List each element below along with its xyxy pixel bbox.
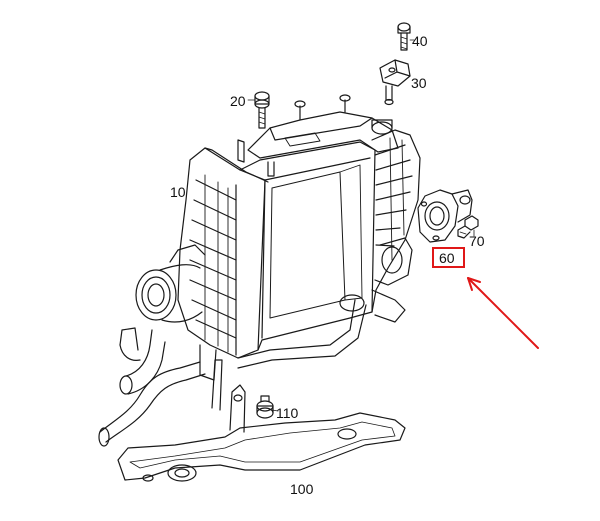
inlet-flange [135,244,206,323]
callout-label-110: 110 [276,405,299,421]
valve-part-60 [417,189,473,243]
coolant-hoses [98,327,206,447]
callout-label-70: 70 [469,233,485,249]
bolt-part-40 [397,22,415,51]
callout-label-60: 60 [439,250,455,266]
callout-label-20: 20 [230,93,246,109]
bolt-part-20 [247,91,270,129]
highlight-box-60 [432,247,465,268]
intercooler-part-10 [177,94,421,381]
bolt-part-70 [457,215,479,239]
bolt-part-110 [256,395,279,419]
sensor-part-30 [379,59,411,106]
bracket-part-100 [117,359,406,482]
callout-label-10: 10 [170,184,186,200]
callout-label-100: 100 [290,481,314,497]
highlight-arrow [467,277,539,349]
callout-label-40: 40 [412,33,428,49]
callout-label-30: 30 [411,75,427,91]
